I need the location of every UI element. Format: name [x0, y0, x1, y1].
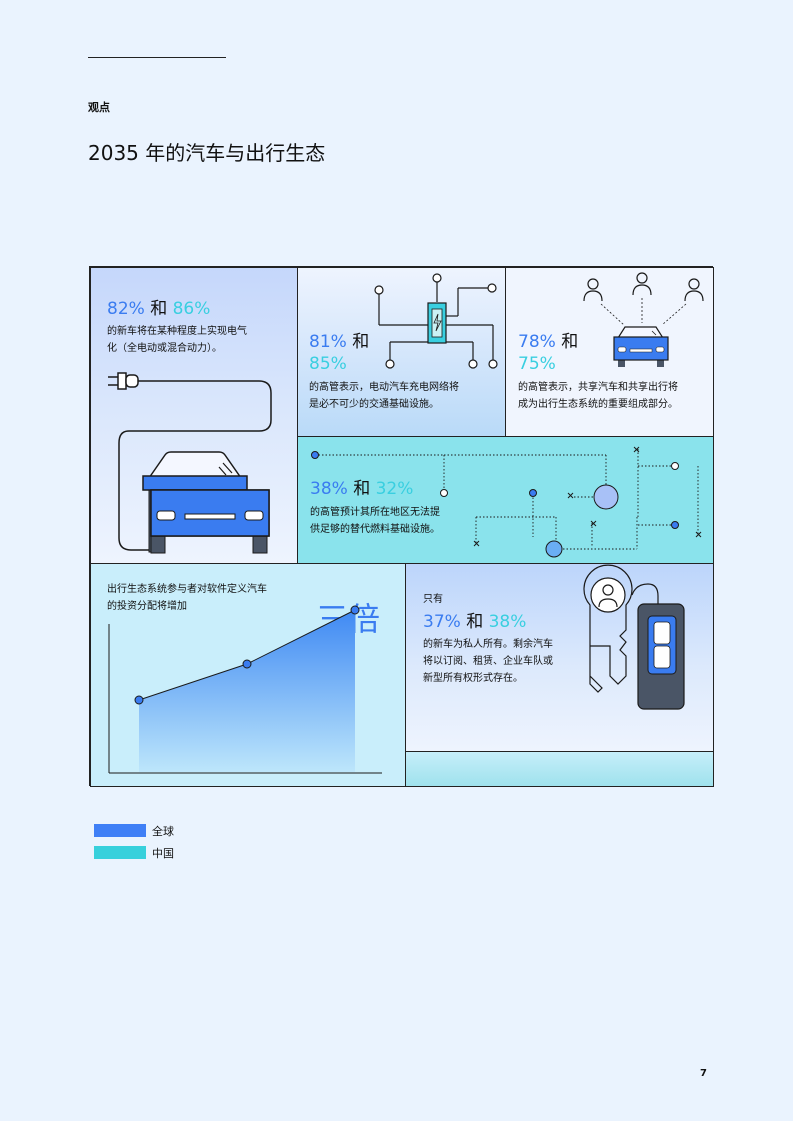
car-plug-illustration — [108, 372, 272, 554]
infrastructure-desc-line1: 的高管预计其所在地区无法提 — [310, 507, 440, 518]
page-title: 2035 年的汽车与出行生态 — [88, 141, 326, 165]
plug-icon — [108, 372, 139, 390]
ownership-china-pct: 38% — [488, 612, 527, 632]
charging-china-pct: 85% — [309, 354, 347, 374]
ownership-global-pct: 37% — [423, 612, 461, 632]
electrified-global-pct: 82% — [107, 299, 145, 319]
fob-ring — [631, 583, 659, 604]
shared-car-icon — [613, 326, 669, 367]
growth-chart — [108, 605, 382, 774]
software-desc: 出行生态系统参与者对软件定义汽车 的投资分配将增加 — [107, 581, 267, 615]
chart-point — [242, 659, 252, 669]
ownership-prefix: 只有 — [423, 594, 443, 605]
header-rule — [88, 57, 226, 58]
infrastructure-and: 和 — [353, 479, 371, 499]
infrastructure-desc: 的高管预计其所在地区无法提 供足够的替代燃料基础设施。 — [310, 504, 440, 538]
chart-point — [350, 605, 360, 615]
sharing-desc-line2: 成为出行生态系统的重要组成部分。 — [518, 399, 678, 410]
software-desc-line2: 的投资分配将增加 — [107, 601, 187, 612]
cell-charging: 81% 和 85% 的高管表示，电动汽车充电网络将 是必不可少的交通基础设施。 — [297, 267, 506, 437]
legend-label-china: 中国 — [152, 847, 174, 860]
fob-icon — [637, 603, 685, 710]
key-icon — [583, 564, 633, 693]
charging-desc-line2: 是必不可少的交通基础设施。 — [309, 399, 439, 410]
charging-global-pct: 81% — [309, 332, 347, 352]
charger-icon — [427, 302, 447, 344]
infrastructure-desc-line2: 供足够的替代燃料基础设施。 — [310, 524, 440, 535]
infrastructure-china-pct: 32% — [375, 479, 414, 499]
cell-bottom-strip — [405, 751, 714, 787]
cell-infrastructure: 38% 和 32% 的高管预计其所在地区无法提 供足够的替代燃料基础设施。 — [297, 436, 714, 565]
infographic-grid: 82% 和 86% 的新车将在某种程度上实现电气 化（全电动或混合动力）。 — [89, 266, 714, 787]
cell-electrified: 82% 和 86% 的新车将在某种程度上实现电气 化（全电动或混合动力）。 — [90, 267, 298, 564]
chart-point — [134, 695, 144, 705]
person-icons — [583, 272, 704, 302]
x-markers — [473, 446, 702, 547]
cell-sharing: 78% 和 75% 的高管表示，共享汽车和共享出行将 成为出行生态系统的重要组成… — [505, 267, 714, 437]
car-front-icon — [142, 451, 270, 554]
charging-desc: 的高管表示，电动汽车充电网络将 是必不可少的交通基础设施。 — [309, 379, 459, 413]
section-label: 观点 — [88, 101, 110, 114]
shared-mobility-illustration — [583, 272, 704, 367]
legend-swatch-global — [94, 824, 146, 837]
software-desc-line1: 出行生态系统参与者对软件定义汽车 — [107, 584, 267, 595]
infrastructure-global-pct: 38% — [310, 479, 348, 499]
electrified-china-pct: 86% — [172, 299, 211, 319]
electrified-desc-line2: 化（全电动或混合动力）。 — [107, 343, 222, 354]
infrastructure-stat: 38% 和 32% — [310, 479, 413, 500]
cell-ownership: 只有 37% 和 38% 的新车为私人所有。剩余汽车 将以订阅、租赁、企业车队或… — [405, 563, 714, 752]
ownership-and: 和 — [466, 612, 484, 632]
electrified-stat: 82% 和 86% — [107, 299, 210, 320]
electrified-and: 和 — [150, 299, 168, 319]
sharing-desc-line1: 的高管表示，共享汽车和共享出行将 — [518, 382, 678, 393]
key-fob-illustration — [583, 564, 685, 710]
charging-and: 和 — [352, 332, 370, 352]
chart-area — [139, 610, 355, 772]
charging-stat: 81% 和 85% — [309, 331, 369, 375]
ownership-desc-line3: 新型所有权形式存在。 — [423, 673, 523, 684]
sharing-and: 和 — [561, 332, 579, 352]
charging-network-illustration — [374, 273, 498, 369]
electrified-desc-line1: 的新车将在某种程度上实现电气 — [107, 326, 247, 337]
cell-software: 出行生态系统参与者对软件定义汽车 的投资分配将增加 三倍 — [90, 563, 406, 787]
ownership-stat: 37% 和 38% — [423, 612, 526, 633]
ownership-desc-line1: 的新车为私人所有。剩余汽车 — [423, 639, 553, 650]
sharing-china-pct: 75% — [518, 354, 556, 374]
legend-swatch-china — [94, 846, 146, 859]
electrified-desc: 的新车将在某种程度上实现电气 化（全电动或混合动力）。 — [107, 323, 247, 357]
page-number: 7 — [700, 1068, 707, 1079]
ownership-desc-line2: 将以订阅、租赁、企业车队或 — [423, 656, 553, 667]
sharing-stat: 78% 和 75% — [518, 331, 578, 375]
infrastructure-network-illustration — [311, 446, 702, 558]
legend-label-global: 全球 — [152, 825, 174, 838]
sharing-global-pct: 78% — [518, 332, 556, 352]
ownership-desc: 的新车为私人所有。剩余汽车 将以订阅、租赁、企业车队或 新型所有权形式存在。 — [423, 636, 553, 687]
sharing-desc: 的高管表示，共享汽车和共享出行将 成为出行生态系统的重要组成部分。 — [518, 379, 678, 413]
charging-desc-line1: 的高管表示，电动汽车充电网络将 — [309, 382, 459, 393]
